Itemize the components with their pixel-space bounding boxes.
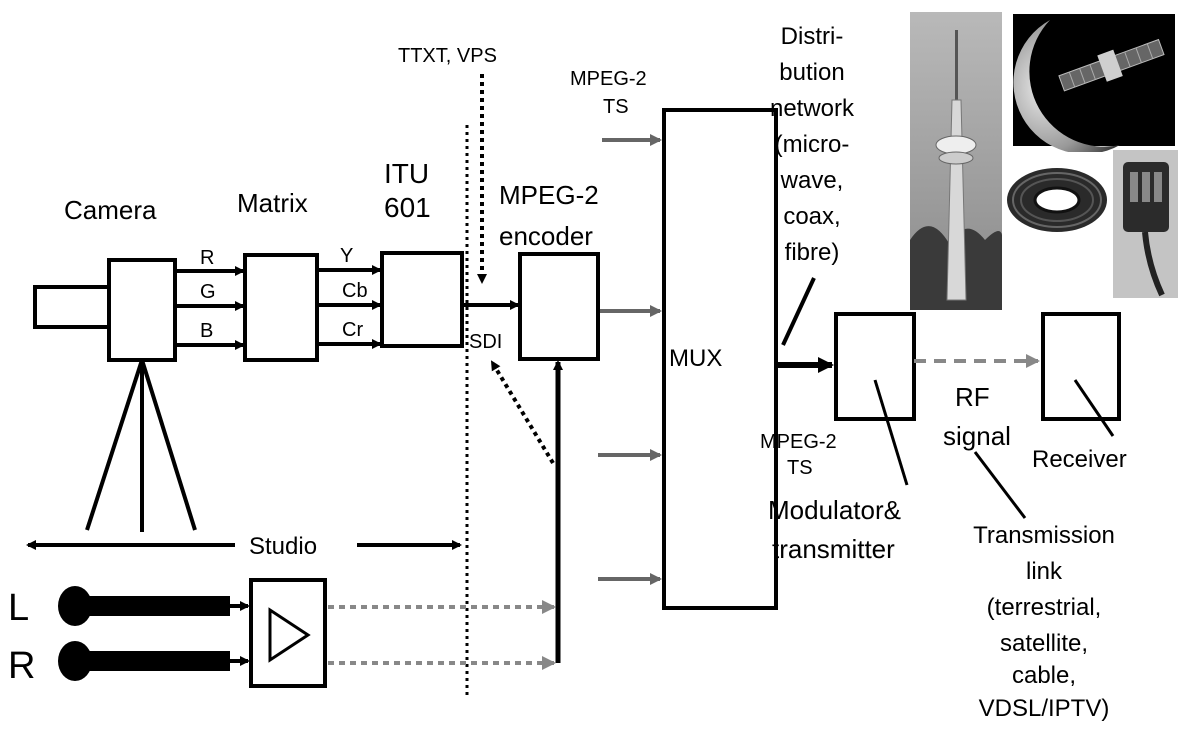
mux-label: MUX [669, 345, 722, 372]
itu601-box [382, 253, 462, 346]
modulator-box [836, 314, 914, 419]
transmission-link-label: Transmission link (terrestrial, satellit… [973, 522, 1115, 722]
audio-left-label: L [8, 587, 29, 629]
tv-tower-photo [910, 12, 1002, 310]
tripod [87, 360, 195, 532]
transmission-line: satellite, [1000, 630, 1088, 657]
signal-g-label: G [200, 281, 216, 303]
distribution-line: network [770, 95, 855, 122]
transmission-line: cable, [1012, 662, 1076, 689]
distribution-network-label: Distri- bution network (micro- wave, coa… [770, 23, 855, 266]
microphone-left-icon [58, 586, 248, 626]
mpeg2-encoder-box [520, 254, 598, 359]
distribution-line: wave, [780, 167, 844, 194]
distribution-pointer [783, 278, 814, 345]
modulator-label-line1: Modulator& [768, 495, 901, 525]
camera [35, 260, 175, 360]
audio-amplifier [251, 580, 325, 686]
tae-plug-photo [1113, 150, 1178, 298]
signal-cr-label: Cr [342, 319, 363, 341]
itu-label-line1: ITU [384, 158, 429, 189]
distribution-line: coax, [783, 203, 840, 230]
ts-out-label-line1: MPEG-2 [760, 431, 837, 453]
signal-r-label: R [200, 247, 214, 269]
signal-y-label: Y [340, 245, 353, 267]
signal-b-label: B [200, 320, 213, 342]
encoder-label-line2: encoder [499, 221, 593, 251]
studio-label: Studio [249, 533, 317, 560]
cable-coil-photo [1005, 152, 1111, 242]
transmission-pointer [975, 452, 1025, 518]
satellite-photo [1013, 14, 1175, 154]
mux-input-arrows [598, 140, 660, 579]
rf-label-line2: signal [943, 421, 1011, 451]
ts-in-label-line1: MPEG-2 [570, 68, 647, 90]
transmission-line: VDSL/IPTV) [979, 695, 1110, 722]
itu-label-line2: 601 [384, 192, 431, 223]
ttxt-vps-label: TTXT, VPS [398, 45, 497, 67]
camera-label: Camera [64, 195, 157, 225]
distribution-line: fibre) [785, 239, 840, 266]
modulator-label-line2: transmitter [772, 534, 895, 564]
encoder-label-line1: MPEG-2 [499, 180, 599, 210]
receiver-box [1043, 314, 1119, 419]
microphone-right-icon [58, 641, 248, 681]
distribution-line: bution [779, 59, 844, 86]
matrix-box [245, 255, 317, 360]
audio-right-label: R [8, 645, 35, 687]
rf-label-line1: RF [955, 382, 990, 412]
distribution-line: (micro- [775, 131, 850, 158]
transmission-line: (terrestrial, [987, 594, 1102, 621]
receiver-label: Receiver [1032, 446, 1127, 473]
sdi-label: SDI [469, 331, 502, 353]
ts-in-label-line2: TS [603, 96, 629, 118]
matrix-label: Matrix [237, 188, 308, 218]
distribution-line: Distri- [781, 23, 844, 50]
transmission-line: Transmission [973, 522, 1115, 549]
transmission-line: link [1026, 558, 1063, 585]
audio-to-sdi-dotted-arrow [492, 362, 553, 463]
ts-out-label-line2: TS [787, 457, 813, 479]
signal-cb-label: Cb [342, 280, 368, 302]
